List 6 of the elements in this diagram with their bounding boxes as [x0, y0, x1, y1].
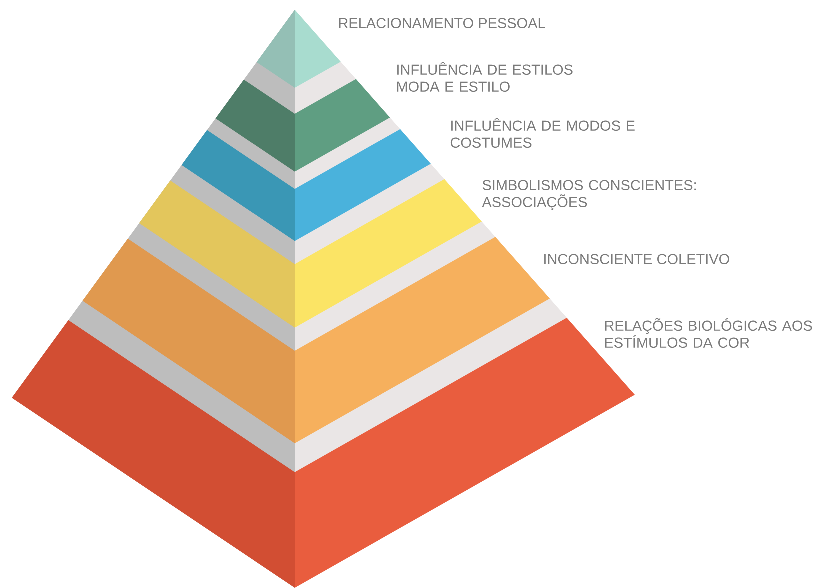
layer-label: RELAÇÕES BIOLÓGICAS AOS ESTÍMULOS DA COR	[605, 318, 812, 348]
layer-label: INCONSCIENTE COLETIVO	[544, 254, 730, 264]
layer-label: INFLUÊNCIA DE MODOS E COSTUMES	[450, 118, 635, 148]
layer-label: INFLUÊNCIA DE ESTILOS MODA E ESTILO	[397, 62, 573, 92]
layer-label: RELACIONAMENTO PESSOAL	[339, 18, 546, 28]
layer-label: SIMBOLISMOS CONSCIENTES: ASSOCIAÇÕES	[482, 180, 696, 210]
